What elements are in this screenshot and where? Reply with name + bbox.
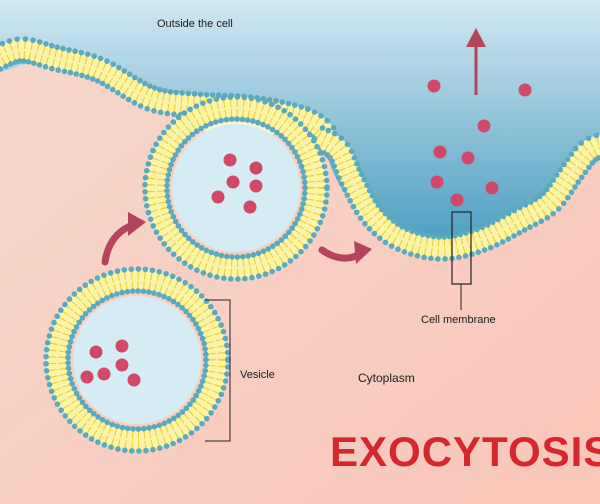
released-molecule [433,145,447,159]
vesicle-docking [142,94,330,282]
label-outside-cell: Outside the cell [157,18,233,30]
released-molecule [450,193,464,207]
label-vesicle: Vesicle [240,369,275,381]
released-molecule [430,175,444,189]
released-molecule [427,79,441,93]
plasma-membrane-right [310,125,600,262]
diagram-title: EXOCYTOSIS [330,428,600,475]
vesicle-bracket [205,299,231,442]
cargo-molecule [243,200,257,214]
cargo-molecule [249,179,263,193]
label-cell-membrane: Cell membrane [421,314,496,326]
cargo-molecule [226,175,240,189]
cargo-molecule [127,373,141,387]
cargo-molecule [223,153,237,167]
arrow-vesicle-rise-head [128,212,146,236]
vesicle-free-lumen [73,296,201,424]
cargo-molecule [97,367,111,381]
cargo-molecule [211,190,225,204]
released-molecule [461,151,475,165]
cargo-molecule [80,370,94,384]
vesicle-docking-lumen [172,124,300,252]
cargo-molecule [89,345,103,359]
release-arrow-head [466,28,486,47]
cargo-molecule [249,161,263,175]
vesicle-free [43,266,231,454]
released-molecule [477,119,491,133]
released-molecule [485,181,499,195]
cargo-molecule [115,339,129,353]
label-cytoplasm: Cytoplasm [358,371,415,385]
cargo-molecule [115,358,129,372]
released-molecule [518,83,532,97]
arrow-fusion-head [354,241,372,264]
